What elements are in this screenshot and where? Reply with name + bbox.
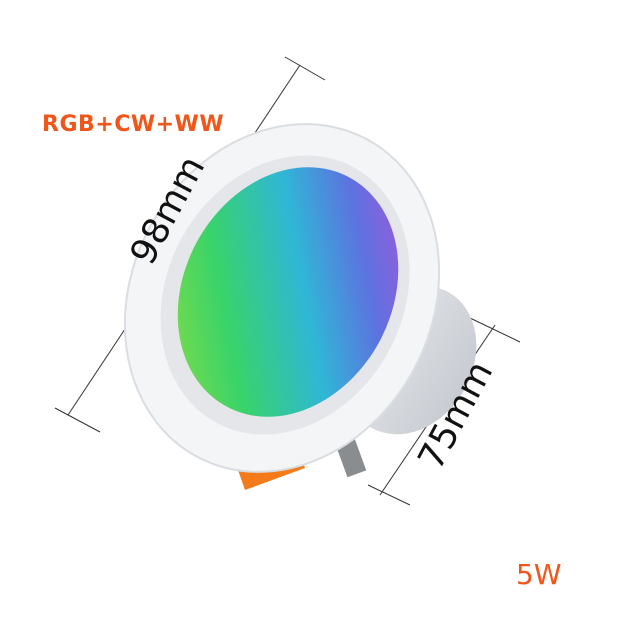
light-modes-label: RGB+CW+WW (42, 112, 225, 137)
rgb-lens (177, 167, 399, 417)
power-label: 5W (516, 558, 562, 591)
